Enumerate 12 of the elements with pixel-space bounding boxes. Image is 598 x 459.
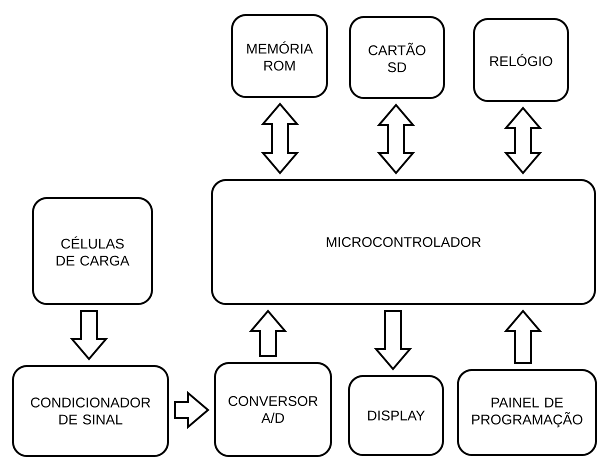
block-arrow	[174, 390, 210, 430]
block-arrow	[70, 310, 108, 361]
process-box: MEMÓRIA ROM	[231, 14, 328, 98]
process-box: CÉLULAS DE CARGA	[32, 197, 153, 305]
block-arrow	[374, 310, 412, 371]
process-box: CONDICIONADOR DE SINAL	[12, 365, 169, 457]
process-box: MICROCONTROLADOR	[211, 179, 596, 305]
process-box: DISPLAY	[348, 375, 444, 456]
process-box: CARTÃO SD	[349, 16, 445, 99]
process-box: PAINEL DE PROGRAMAÇÃO	[457, 369, 597, 456]
process-box: CONVERSOR A/D	[214, 362, 332, 457]
process-box: RELÓGIO	[473, 18, 569, 102]
